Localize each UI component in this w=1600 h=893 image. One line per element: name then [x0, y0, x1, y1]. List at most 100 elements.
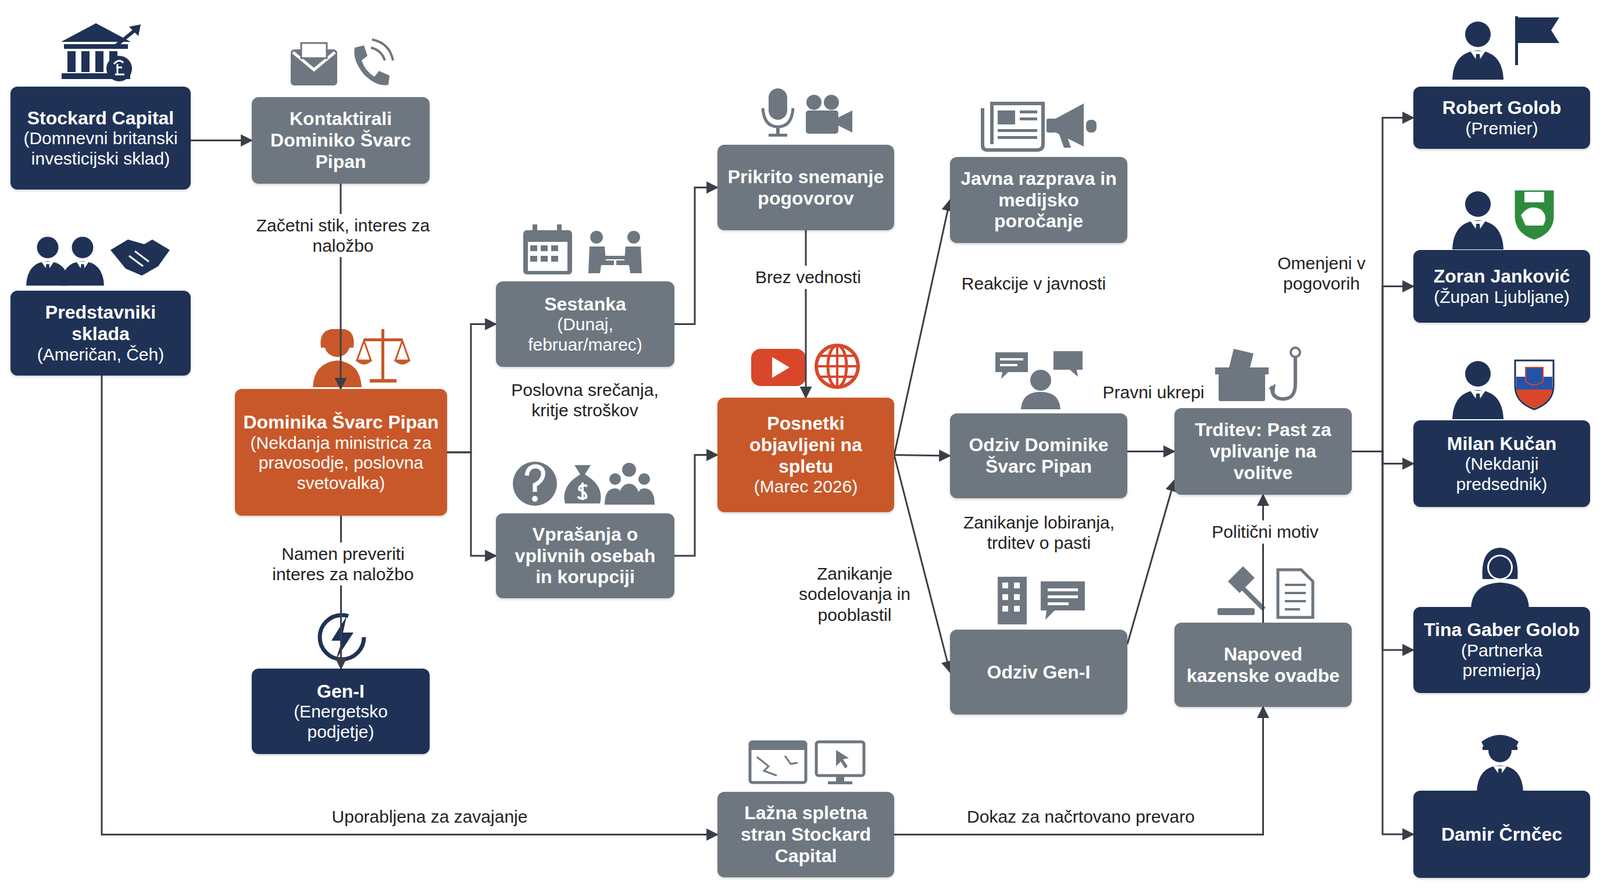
- process-box: Damir Črnčec: [1413, 790, 1591, 878]
- connector-arrow: [101, 375, 718, 835]
- box-title: Sestanka: [544, 293, 627, 316]
- process-box: Robert Golob(Premier): [1413, 86, 1591, 149]
- box-subtitle: (Nekdanja ministrica za pravosodje, posl…: [243, 433, 439, 494]
- box-title: Robert Golob: [1442, 97, 1562, 119]
- online-icon: [751, 345, 859, 388]
- box-title: Stockard Capital: [27, 107, 175, 130]
- connector-arrow: [674, 455, 718, 557]
- process-box: Gen-I(Energetsko podjetje): [251, 668, 430, 755]
- annotation-label: Zanikanje sodelovanja in pooblastil: [796, 563, 913, 625]
- connector-arrow: [1127, 480, 1175, 645]
- box-title: Zoran Janković: [1433, 265, 1571, 288]
- box-title: Odziv Dominike Švarc Pipan: [958, 434, 1120, 478]
- gaber-golob-icon: [1470, 547, 1530, 609]
- election-trap-icon: [1215, 347, 1300, 402]
- process-box: Milan Kučan(Nekdanji predsednik): [1413, 420, 1591, 507]
- jankovic-icon: [1452, 189, 1555, 250]
- questions-icon: [512, 461, 655, 506]
- box-title: Milan Kučan: [1447, 433, 1557, 455]
- box-title: Posnetki objavljeni na spletu: [725, 412, 887, 477]
- website-icon: [750, 741, 864, 785]
- crncec-icon: [1476, 734, 1524, 792]
- box-subtitle: (Marec 2026): [754, 476, 858, 498]
- connector-arrow: [1351, 118, 1414, 452]
- response-icon: [995, 351, 1083, 410]
- legal-icon: [1217, 566, 1313, 618]
- process-box: Prikrito snemanje pogovorov: [717, 144, 895, 231]
- process-box: Stockard Capital(Domnevni britanski inve…: [10, 86, 191, 190]
- annotation-label: Zanikanje lobiranja, trditev o pasti: [943, 512, 1135, 554]
- edge-label: Dokaz za načrtovano prevaro: [944, 805, 1217, 828]
- edge-label: Namen preveriti interes za naložbo: [253, 542, 433, 587]
- edge-label: Pravni ukrepi: [1093, 380, 1214, 404]
- recording-icon: [762, 88, 853, 137]
- box-title: Napoved kazenske ovadbe: [1182, 643, 1344, 687]
- process-box: Sestanka(Dunaj, februar/marec): [495, 281, 675, 367]
- connector-arrow: [1262, 494, 1264, 623]
- box-subtitle: (Energetsko podjetje): [259, 701, 422, 742]
- box-title: Kontaktirali Dominiko Švarc Pipan: [259, 108, 422, 173]
- connector-arrow: [1127, 450, 1175, 453]
- box-title: Predstavniki sklada: [18, 301, 183, 345]
- box-title: Lažna spletna stran Stockard Capital: [725, 802, 887, 867]
- representatives-icon: [26, 236, 170, 286]
- connector-arrow: [340, 515, 342, 669]
- box-title: Tina Gaber Golob: [1423, 619, 1580, 641]
- connector-arrow: [894, 706, 1264, 835]
- box-subtitle: (Partnerka premierja): [1421, 640, 1582, 681]
- box-subtitle: (Domnevni britanski investicijski sklad): [18, 128, 183, 169]
- process-box: Javna razprava in medijsko poročanje: [950, 156, 1128, 244]
- meeting-icon: [523, 224, 642, 275]
- box-title: Gen-I: [316, 680, 365, 703]
- connector-arrow: [894, 455, 950, 673]
- box-title: Prikrito snemanje pogovorov: [725, 166, 887, 210]
- connector-arrow: [1351, 286, 1414, 452]
- process-box: Vprašanja o vplivnih osebah in korupciji: [495, 513, 675, 599]
- box-title: Odziv Gen-I: [987, 661, 1091, 684]
- annotation-label: Omenjeni v pogovorih: [1269, 252, 1374, 295]
- box-title: Vprašanja o vplivnih osebah in korupciji: [504, 523, 667, 588]
- box-subtitle: (Američan, Čeh): [37, 344, 164, 366]
- connector-arrow: [805, 230, 807, 398]
- process-box: Kontaktirali Dominiko Švarc Pipan: [251, 97, 430, 184]
- bank-icon: [61, 23, 141, 82]
- connector-arrow: [674, 187, 718, 325]
- box-title: Dominika Švarc Pipan: [243, 411, 439, 434]
- annotation-label: Poslovna srečanja, kritje stroškov: [494, 379, 675, 421]
- edge-label: Brez vednosti: [741, 265, 875, 289]
- box-title: Trditev: Past za vplivanje na volitve: [1182, 419, 1344, 484]
- connector-arrow: [894, 200, 950, 456]
- annotation-label: Reakcije v javnosti: [946, 273, 1121, 294]
- box-title: Javna razprava in medijsko poročanje: [958, 168, 1120, 232]
- process-box: Dominika Švarc Pipan(Nekdanja ministrica…: [234, 388, 448, 516]
- company-icon: [997, 576, 1085, 625]
- connector-arrow: [447, 324, 496, 453]
- box-title: Damir Črnčec: [1441, 823, 1563, 846]
- process-box: Odziv Gen-I: [950, 629, 1128, 715]
- connector-arrow: [1351, 451, 1414, 835]
- golob-icon: [1452, 16, 1560, 80]
- edge-label: Začetni stik, interes za naložbo: [253, 213, 433, 258]
- process-box: Predstavniki sklada(Američan, Čeh): [10, 290, 191, 376]
- edge-label: Uporabljena za zavajanje: [305, 805, 555, 828]
- box-subtitle: (Župan Ljubljane): [1433, 287, 1570, 308]
- connector-arrow: [447, 452, 496, 556]
- process-box: Zoran Janković(Župan Ljubljane): [1413, 250, 1591, 323]
- box-subtitle: (Dunaj, februar/marec): [504, 314, 667, 355]
- edge-label: Politični motiv: [1193, 520, 1338, 544]
- process-box: Odziv Dominike Švarc Pipan: [950, 413, 1128, 499]
- process-box: Napoved kazenske ovadbe: [1174, 622, 1352, 707]
- kucan-icon: [1452, 360, 1554, 420]
- contact-icon: [290, 39, 394, 86]
- connector-arrow: [190, 139, 252, 142]
- process-box: Tina Gaber Golob(Partnerka premierja): [1413, 606, 1591, 694]
- media-icon: [982, 103, 1097, 150]
- box-subtitle: (Nekdanji predsednik): [1421, 454, 1582, 495]
- lawyer-icon: [312, 329, 411, 388]
- process-box: Trditev: Past za vplivanje na volitve: [1174, 408, 1352, 495]
- connector-arrow: [894, 455, 950, 457]
- box-subtitle: (Premier): [1465, 118, 1539, 139]
- process-box: Posnetki objavljeni na spletu(Marec 2026…: [717, 397, 895, 513]
- process-box: Lažna spletna stran Stockard Capital: [717, 791, 895, 878]
